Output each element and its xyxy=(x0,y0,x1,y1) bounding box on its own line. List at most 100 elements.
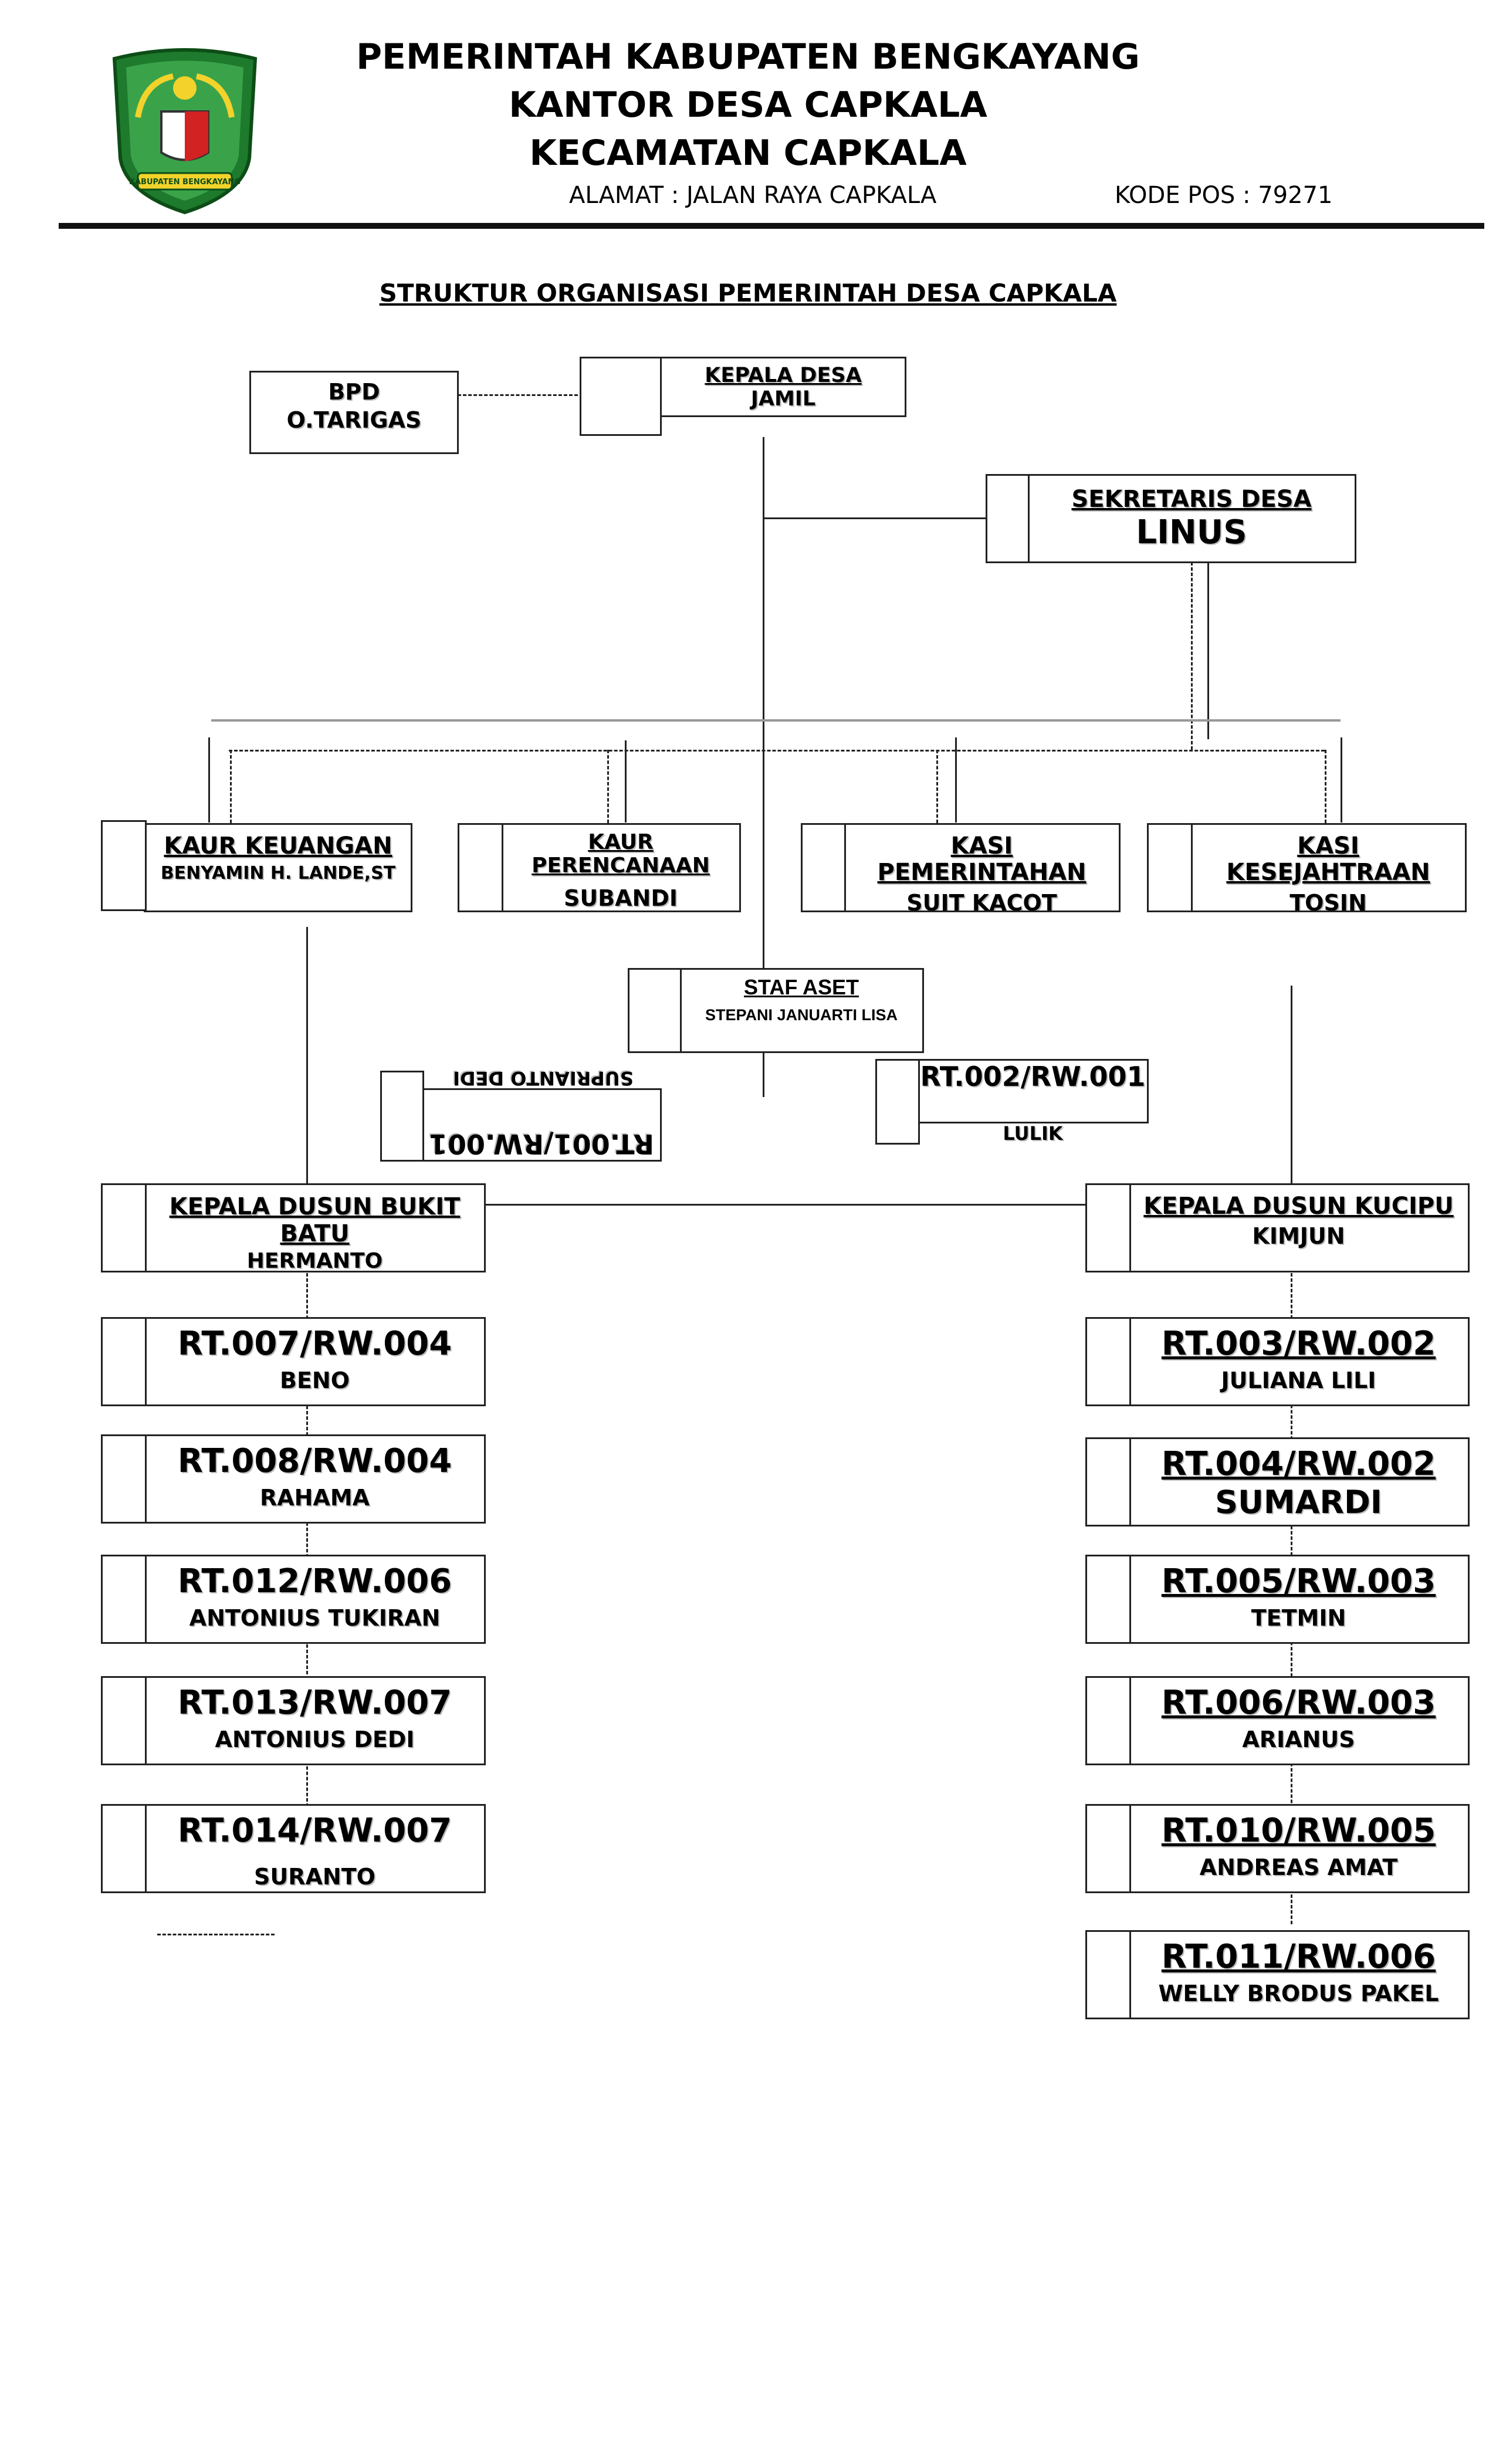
rt-box-left: RT.013/RW.007 ANTONIUS DEDI xyxy=(144,1676,486,1765)
postcode-text: KODE POS : 79271 xyxy=(1115,182,1333,209)
rt-tab xyxy=(101,1317,147,1406)
dusun-kucipu-box: KEPALA DUSUN KUCIPU KIMJUN xyxy=(1128,1183,1470,1272)
sekretaris-title: SEKRETARIS DESA xyxy=(1071,486,1312,513)
kasi-kesejahtraan-title: KASI KESEJAHTRAAN xyxy=(1226,832,1430,886)
horizontal-rule xyxy=(211,719,1341,722)
dusun-kucipu-title: KEPALA DUSUN KUCIPU xyxy=(1143,1193,1454,1220)
staf-aset-box: STAF ASET STEPANI JANUARTI LISA xyxy=(679,968,924,1053)
rt-name: ANTONIUS DEDI xyxy=(215,1727,415,1752)
bpd-title: BPD xyxy=(328,379,380,405)
stray-dash xyxy=(157,1934,275,1935)
rt-tab xyxy=(101,1804,147,1893)
sekretaris-connector xyxy=(763,517,986,519)
logo-text: KABUPATEN BENGKAYANG xyxy=(129,178,241,187)
dusun-bukit-batu-box: KEPALA DUSUN BUKIT BATU HERMANTO xyxy=(144,1183,486,1273)
drop-line xyxy=(607,750,609,823)
rt-box-right: RT.010/RW.005 ANDREAS AMAT xyxy=(1128,1804,1470,1893)
left-rt-chain xyxy=(306,1273,308,1807)
rt-name: RAHAMA xyxy=(259,1485,370,1511)
kepala-desa-title: KEPALA DESA xyxy=(705,364,862,387)
rt-tab xyxy=(1085,1437,1131,1527)
rt-tab xyxy=(101,1555,147,1644)
rt002-tab xyxy=(875,1059,920,1145)
drop-line xyxy=(230,750,232,823)
header-line-1: PEMERINTAH KABUPATEN BENGKAYANG xyxy=(356,36,1140,77)
dusun-kucipu-tab xyxy=(1085,1183,1131,1272)
bpd-box: BPD O.TARIGAS xyxy=(249,371,459,454)
sekretaris-solid-down xyxy=(1207,562,1209,739)
rt-box-left: RT.007/RW.004 BENO xyxy=(144,1317,486,1406)
kasi-pemerintahan-name: SUIT KACOT xyxy=(906,891,1057,911)
rt-box-right: RT.011/RW.006 WELLY BRODUS PAKEL xyxy=(1128,1930,1470,2019)
header-line-2: KANTOR DESA CAPKALA xyxy=(509,84,987,126)
rt-tab xyxy=(101,1676,147,1765)
rt-name: TETMIN xyxy=(1251,1605,1346,1631)
kepala-desa-name: JAMIL xyxy=(750,387,816,411)
header-divider xyxy=(59,223,1484,229)
kaur-perencanaan-box: KAUR PERENCANAAN SUBANDI xyxy=(500,823,741,912)
kaur-perencanaan-tab xyxy=(458,823,503,912)
coordination-dashed-line xyxy=(229,750,1325,752)
kepala-desa-box: KEPALA DESA JAMIL xyxy=(660,357,906,417)
header-line-3: KECAMATAN CAPKALA xyxy=(529,133,967,174)
rt-tab xyxy=(101,1434,147,1524)
kepala-desa-tab xyxy=(580,357,662,436)
rt-name: ANDREAS AMAT xyxy=(1199,1854,1398,1880)
rt-box-left: RT.012/RW.006 ANTONIUS TUKIRAN xyxy=(144,1555,486,1644)
kasi-pemerintahan-box: KASI PEMERINTAHAN SUIT KACOT xyxy=(843,823,1121,912)
right-branch-line xyxy=(1291,986,1292,1185)
rt-name: JULIANA LILI xyxy=(1221,1368,1376,1393)
rt001-tab xyxy=(380,1071,424,1162)
page-title: STRUKTUR ORGANISASI PEMERINTAH DESA CAPK… xyxy=(379,279,1117,307)
drop-line xyxy=(625,740,627,823)
sekretaris-tab xyxy=(986,474,1030,563)
sekretaris-dashed-down xyxy=(1191,562,1193,750)
rt002-name: LULIK xyxy=(1003,1122,1063,1145)
dusun-kucipu-name: KIMJUN xyxy=(1252,1223,1345,1249)
kasi-kesejahtraan-name: TOSIN xyxy=(1289,891,1367,911)
rt-name: SURANTO xyxy=(254,1864,375,1890)
rt-title: RT.005/RW.003 xyxy=(1161,1562,1436,1600)
dusun-link-line xyxy=(147,1204,1291,1206)
rt-title: RT.011/RW.006 xyxy=(1161,1938,1436,1976)
drop-line xyxy=(955,737,957,823)
rt001-title: RT.001/RW.001 xyxy=(429,1128,654,1160)
staf-aset-tab xyxy=(628,968,682,1053)
drop-line xyxy=(1325,750,1326,823)
left-branch-line xyxy=(306,927,308,1185)
main-trunk xyxy=(763,437,764,1097)
rt-name: ARIANUS xyxy=(1242,1727,1355,1752)
rt001-name: SUPRIANTO DEDI xyxy=(453,1068,634,1088)
rt-name: WELLY BRODUS PAKEL xyxy=(1158,1981,1439,2006)
rt-tab xyxy=(1085,1804,1131,1893)
rt-box-right: RT.005/RW.003 TETMIN xyxy=(1128,1555,1470,1644)
rt-tab xyxy=(1085,1676,1131,1765)
rt-tab xyxy=(1085,1930,1131,2019)
rt002-box: RT.002/RW.001 xyxy=(917,1059,1149,1123)
kaur-keuangan-tab xyxy=(101,820,147,911)
rt001-box: RT.001/RW.001 xyxy=(421,1088,662,1162)
kasi-kesejahtraan-box: KASI KESEJAHTRAAN TOSIN xyxy=(1190,823,1467,912)
staf-aset-name: STEPANI JANUARTI LISA xyxy=(705,1006,898,1024)
bpd-name: O.TARIGAS xyxy=(286,407,422,433)
rt-box-left: RT.008/RW.004 RAHAMA xyxy=(144,1434,486,1524)
kaur-perencanaan-name: SUBANDI xyxy=(563,885,678,911)
sekretaris-name: LINUS xyxy=(1136,513,1247,551)
dusun-bukit-batu-title: KEPALA DUSUN BUKIT BATU xyxy=(169,1193,461,1247)
bpd-connector xyxy=(458,394,578,396)
rt-box-right: RT.006/RW.003 ARIANUS xyxy=(1128,1676,1470,1765)
drop-line xyxy=(1341,737,1342,823)
rt-tab xyxy=(1085,1555,1131,1644)
kasi-kesejahtraan-tab xyxy=(1147,823,1193,912)
kaur-keuangan-title: KAUR KEUANGAN xyxy=(164,832,392,859)
kasi-pemerintahan-title: KASI PEMERINTAHAN xyxy=(877,832,1087,886)
rt-title: RT.010/RW.005 xyxy=(1161,1812,1436,1850)
kasi-pemerintahan-tab xyxy=(801,823,846,912)
rt-title: RT.012/RW.006 xyxy=(177,1562,452,1600)
rt-tab xyxy=(1085,1317,1131,1406)
rt-name: BENO xyxy=(279,1368,350,1393)
kaur-perencanaan-title: KAUR PERENCANAAN xyxy=(532,830,710,878)
rt-title: RT.014/RW.007 xyxy=(177,1812,452,1850)
staf-aset-title: STAF ASET xyxy=(744,975,859,999)
rt-box-right: RT.004/RW.002 SUMARDI xyxy=(1128,1437,1470,1527)
